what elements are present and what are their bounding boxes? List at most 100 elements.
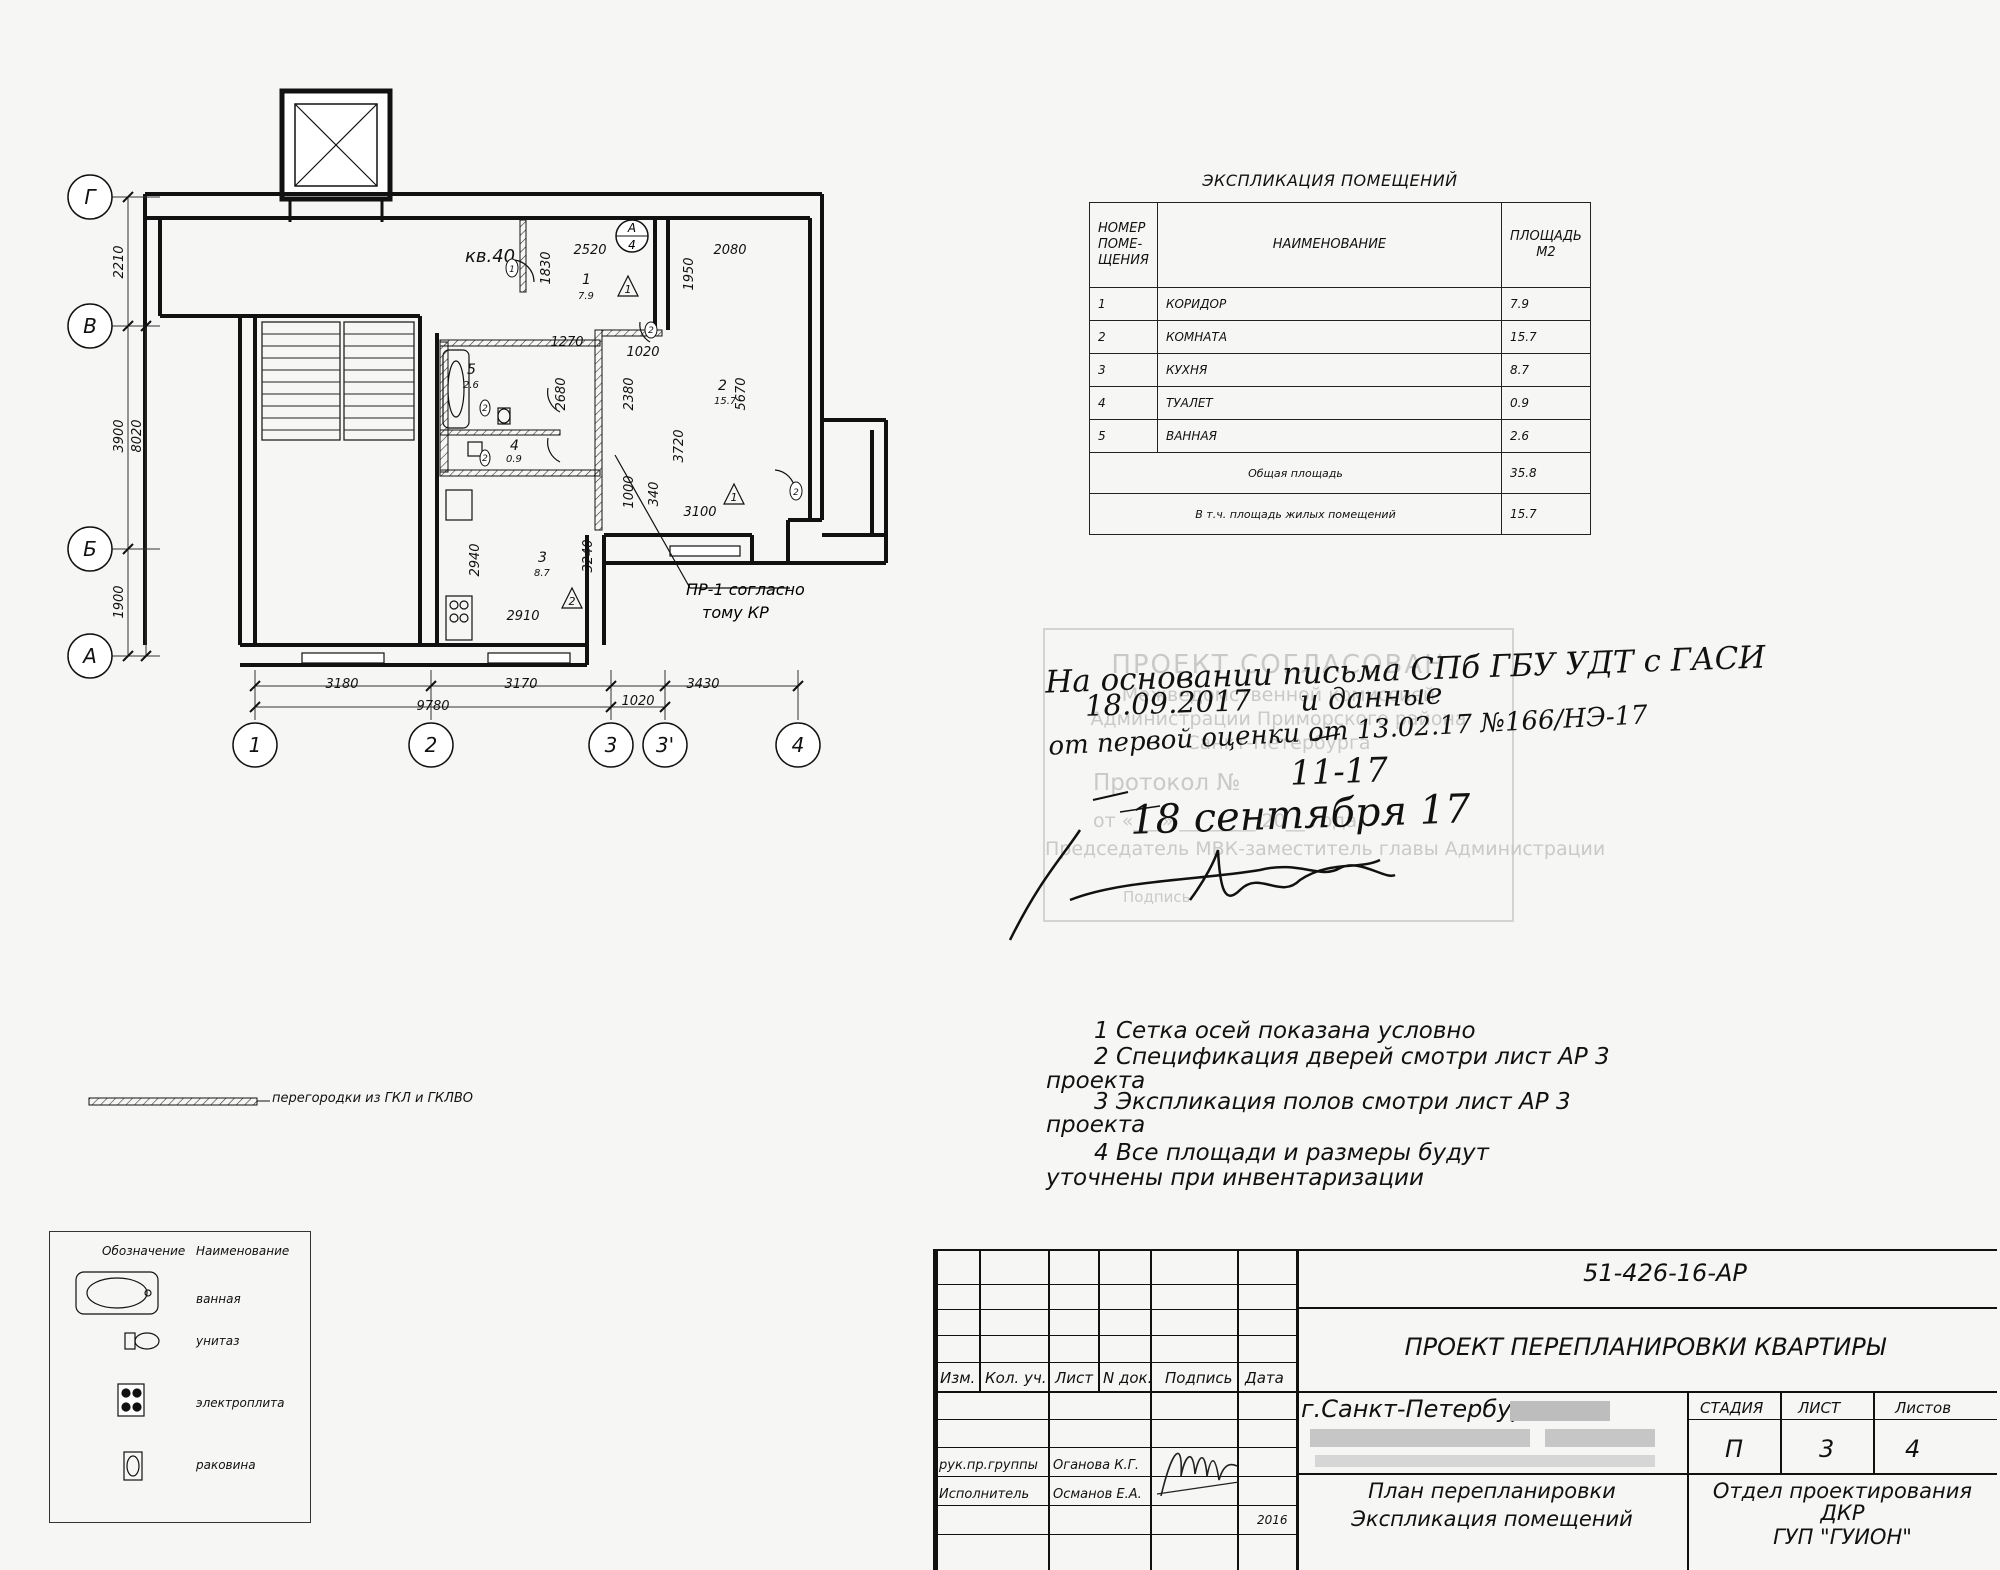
dimension-tick xyxy=(122,191,134,203)
dim-2910: 2910 xyxy=(506,609,539,624)
dimension-tick xyxy=(140,650,152,662)
dim-2210: 2210 xyxy=(112,245,127,278)
note-4-cont: уточнены при инвентаризации xyxy=(1046,1165,1424,1191)
stamp-line: Администрации Приморского района xyxy=(1090,708,1467,730)
sheets-value: 4 xyxy=(1905,1435,1921,1463)
axis-label-3prime: 3' xyxy=(656,733,674,757)
door-tag-label: 2 xyxy=(793,488,799,498)
dim-1270: 1270 xyxy=(550,335,583,350)
tb-header-list: Лист xyxy=(1055,1369,1094,1387)
name-executor: Османов Е.А. xyxy=(1053,1487,1142,1502)
living-value: 15.7 xyxy=(1500,493,1591,535)
dim-total: 9780 xyxy=(416,699,449,714)
revision-mark-label: 1 xyxy=(625,283,632,296)
sheets-header: Листов xyxy=(1895,1399,1952,1417)
stair-treads xyxy=(262,333,414,431)
axis-bubble-row xyxy=(67,633,113,679)
room-area: 0.9 xyxy=(506,454,522,465)
column-header-name: НАИМЕНОВАНИЕ xyxy=(1156,202,1502,288)
revision-mark-label: 1 xyxy=(731,491,738,504)
stamp-title: ПРОЕКТ СОГЛАСОВАН xyxy=(1111,650,1446,680)
sheet-value: 3 xyxy=(1819,1435,1835,1463)
note-4: 4 Все площади и размеры будут xyxy=(1094,1140,1490,1166)
axis-label-2: 2 xyxy=(425,733,438,757)
explication-title: ЭКСПЛИКАЦИЯ ПОМЕЩЕНИЙ xyxy=(1202,171,1458,190)
dimension-ticks xyxy=(122,191,804,713)
revision-marks xyxy=(561,274,745,609)
note-2-cont: проекта xyxy=(1046,1068,1146,1094)
note-3-cont: проекта xyxy=(1046,1112,1146,1138)
shaft xyxy=(279,88,393,222)
sheet-title-2: Экспликация помещений xyxy=(1351,1507,1633,1531)
stage-header: СТАДИЯ xyxy=(1700,1399,1764,1417)
room-num: 5 xyxy=(467,362,476,378)
legend-item-stove: электроплита xyxy=(196,1396,285,1410)
axis-bubble-col xyxy=(408,722,454,768)
name-lead: Оганова К.Г. xyxy=(1053,1458,1139,1473)
cell-area: 7.9 xyxy=(1500,287,1591,321)
partitions xyxy=(439,219,663,531)
dim-1020b: 1020 xyxy=(626,345,659,360)
role-lead: рук.пр.группы xyxy=(939,1458,1038,1473)
dimension-tick xyxy=(249,680,261,692)
stove-icon xyxy=(117,1383,145,1417)
table-row: 2 КОМНАТА 15.7 xyxy=(1089,320,1591,354)
cell-area: 8.7 xyxy=(1500,353,1591,387)
dim-340: 340 xyxy=(647,482,662,507)
door-tags xyxy=(479,258,803,501)
axis-grid xyxy=(110,196,799,720)
cell-name: ТУАЛЕТ xyxy=(1156,386,1502,420)
stage-value: П xyxy=(1725,1435,1744,1463)
org-line-1: Отдел проектирования xyxy=(1712,1479,1973,1503)
dimension-tick xyxy=(605,701,617,713)
cell-name: КОМНАТА xyxy=(1156,320,1502,354)
stamp-signature-label: Подпись xyxy=(1123,888,1191,906)
dimension-lines xyxy=(127,197,798,708)
partition-legend-text: перегородки из ГКЛ и ГКЛВО xyxy=(272,1091,474,1106)
dim-5670: 5670 xyxy=(734,377,749,410)
dimension-tick xyxy=(122,543,134,555)
axis-bubble-col xyxy=(232,722,278,768)
dim-8020: 8020 xyxy=(130,419,145,452)
explication-table: НОМЕР ПОМЕ-ЩЕНИЯ НАИМЕНОВАНИЕ ПЛОЩАДЬ М2… xyxy=(1089,202,1591,535)
section-mark-top: А xyxy=(627,221,636,235)
room-num: 3 xyxy=(538,550,547,566)
role-executor: Исполнитель xyxy=(939,1487,1030,1502)
executor-signature xyxy=(1156,1452,1240,1497)
note-2: 2 Спецификация дверей смотри лист АР 3 xyxy=(1094,1044,1610,1070)
dim-3100: 3100 xyxy=(683,505,716,520)
toilet-icon xyxy=(124,1332,160,1350)
walls xyxy=(143,192,888,667)
cell-area: 2.6 xyxy=(1500,419,1591,453)
stairs xyxy=(261,321,415,441)
room-area: 8.7 xyxy=(534,568,551,579)
org-line-2: ДКР xyxy=(1820,1501,1865,1525)
dimension-tick xyxy=(122,320,134,332)
axis-bubble-row xyxy=(67,174,113,220)
address: г.Санкт-Петербург xyxy=(1301,1395,1540,1423)
axis-label-1: 1 xyxy=(249,733,262,757)
section-mark-bottom: 4 xyxy=(628,238,636,252)
tb-header-date: Дата xyxy=(1245,1369,1284,1387)
cell-area: 15.7 xyxy=(1500,320,1591,354)
pr-note: ПР-1 согласно тому КР xyxy=(614,454,805,622)
door-tag-label: 1 xyxy=(509,265,515,275)
axis-label-4: 4 xyxy=(792,733,805,757)
table-row: 5 ВАННАЯ 2.6 xyxy=(1089,419,1591,453)
axis-label-a: А xyxy=(81,644,97,668)
axis-bubble-col xyxy=(642,722,688,768)
drawing-code: 51-426-16-АР xyxy=(1583,1259,1747,1287)
door-tag-label: 2 xyxy=(482,454,488,464)
dim-1020: 1020 xyxy=(621,694,654,709)
door-tag-label: 2 xyxy=(482,404,488,414)
living-label: В т.ч. площадь жилых помещений xyxy=(1089,493,1502,535)
title-block: 51-426-16-АР ПРОЕКТ ПЕРЕПЛАНИРОВКИ КВАРТ… xyxy=(933,1249,1997,1570)
dim-3170: 3170 xyxy=(504,677,537,692)
room-area: 7.9 xyxy=(578,291,594,302)
axis-label-g: Г xyxy=(84,185,97,209)
project-title: ПРОЕКТ ПЕРЕПЛАНИРОВКИ КВАРТИРЫ xyxy=(1404,1333,1886,1361)
cell-number: 3 xyxy=(1089,353,1158,387)
partition-legend-symbol xyxy=(88,1097,270,1106)
dim-1000: 1000 xyxy=(622,475,637,508)
